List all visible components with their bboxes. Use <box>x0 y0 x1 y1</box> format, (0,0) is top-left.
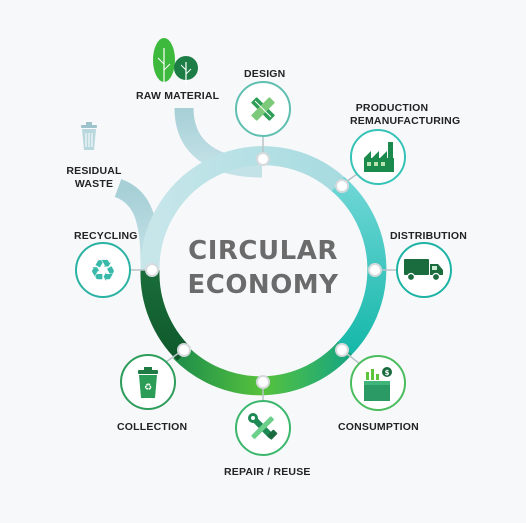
svg-text:♻: ♻ <box>144 383 152 393</box>
ring-segment-left <box>140 269 191 361</box>
repair-icon-circle <box>235 400 291 456</box>
label-distribution: DISTRIBUTION <box>390 230 468 242</box>
label-production: PRODUCTION REMANUFACTURING <box>350 102 461 128</box>
label-raw-material: RAW MATERIAL <box>136 90 220 102</box>
collection-icon-circle: ♻ <box>120 354 176 410</box>
trees-icon <box>153 38 198 86</box>
label-repair-reuse: REPAIR / REUSE <box>224 466 311 478</box>
label-recycling: RECYCLING <box>74 230 138 242</box>
pencil-ruler-icon <box>251 97 275 121</box>
trash-can-icon <box>81 122 97 150</box>
label-consumption: CONSUMPTION <box>338 421 419 433</box>
svg-text:♻: ♻ <box>90 254 117 289</box>
center-title-line-2: ECONOMY <box>187 270 339 300</box>
shopping-box-icon: $ <box>364 367 392 401</box>
label-production-line-2: REMANUFACTURING <box>350 115 461 127</box>
label-design: DESIGN <box>244 68 286 80</box>
consumption-icon-circle: $ <box>350 355 406 411</box>
ring-nodes <box>145 152 382 389</box>
connector-lines <box>130 135 396 400</box>
label-residual-waste: RESIDUAL WASTE <box>64 165 124 191</box>
distribution-icon-circle <box>396 242 452 298</box>
recycle-bin-icon: ♻ <box>138 367 158 398</box>
truck-icon <box>404 259 443 282</box>
factory-icon <box>364 142 394 172</box>
svg-text:$: $ <box>385 369 390 377</box>
recycle-icon: ♻ <box>90 254 117 289</box>
recycling-icon-circle: ♻ <box>75 242 131 298</box>
ring-segment-top <box>140 146 347 271</box>
label-collection: COLLECTION <box>117 421 188 433</box>
label-residual-line-1: RESIDUAL <box>66 165 122 177</box>
center-title-line-1: CIRCULAR <box>188 236 338 266</box>
design-icon-circle <box>235 81 291 137</box>
wrench-screwdriver-icon <box>248 413 278 440</box>
raw-material-flow <box>174 107 263 178</box>
label-residual-line-2: WASTE <box>74 178 114 190</box>
production-icon-circle <box>350 129 406 185</box>
label-production-line-1: PRODUCTION <box>355 102 429 114</box>
